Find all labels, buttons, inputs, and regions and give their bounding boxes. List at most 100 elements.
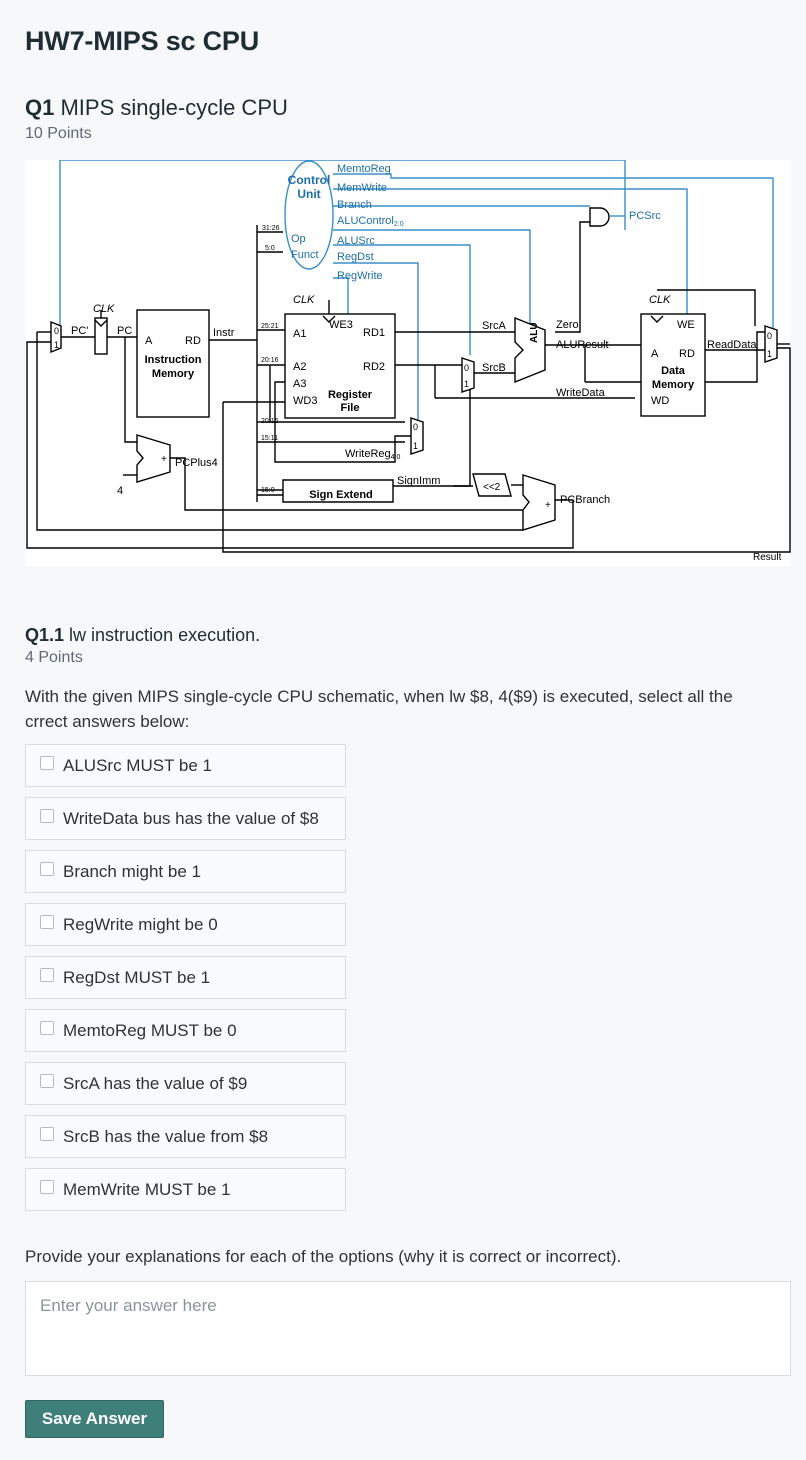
writereg-label: WriteReg4:0 xyxy=(345,448,400,461)
zero-label: Zero xyxy=(556,319,579,331)
mips-schematic-diagram: Control Unit Op Funct MemtoReg MemWrite … xyxy=(25,160,791,566)
dmem-a-label: A xyxy=(651,348,659,360)
option-label: ALUSrc MUST be 1 xyxy=(63,755,212,775)
shift2-label: <<2 xyxy=(483,482,501,493)
pcbranch-adder-plus: + xyxy=(545,500,551,511)
alusrc-label: ALUSrc xyxy=(337,235,375,247)
checkbox-icon[interactable] xyxy=(40,967,54,982)
explanation-prompt: Provide your explanations for each of th… xyxy=(25,1247,622,1266)
result-mux-1: 1 xyxy=(767,349,772,359)
readdata-label: ReadData xyxy=(707,339,757,351)
question-title: Q1 MIPS single-cycle CPU xyxy=(25,95,288,121)
answer-textarea[interactable] xyxy=(25,1281,791,1376)
dmem-rd-label: RD xyxy=(679,348,695,360)
srcb-label: SrcB xyxy=(482,362,506,374)
subquestion-points: 4 Points xyxy=(25,649,83,666)
regwrite-label: RegWrite xyxy=(337,270,383,282)
option-srcb[interactable]: SrcB has the value from $8 xyxy=(25,1115,346,1158)
subquestion-prompt: With the given MIPS single-cycle CPU sch… xyxy=(25,687,733,731)
pc-prime-label: PC' xyxy=(71,325,88,337)
pcsrc-label: PCSrc xyxy=(629,210,661,222)
sign-extend-label: Sign Extend xyxy=(309,489,373,501)
option-regdst[interactable]: RegDst MUST be 1 xyxy=(25,956,346,999)
pcplus4-adder-plus: + xyxy=(161,454,167,465)
op-label: Op xyxy=(291,233,306,245)
option-label: Branch might be 1 xyxy=(63,861,201,881)
option-label: RegWrite might be 0 xyxy=(63,914,218,934)
we-label: WE xyxy=(677,319,695,331)
option-label: SrcA has the value of $9 xyxy=(63,1073,248,1093)
subquestion-name: lw instruction execution. xyxy=(69,625,261,645)
checkbox-icon[interactable] xyxy=(40,1179,54,1194)
instr-label: Instr xyxy=(213,327,235,339)
a2-label: A2 xyxy=(293,361,306,373)
option-label: MemtoReg MUST be 0 xyxy=(63,1020,237,1040)
checkbox-icon[interactable] xyxy=(40,1073,54,1088)
result-label: Result xyxy=(753,552,782,563)
pcbranch-label: PCBranch xyxy=(560,494,610,506)
writereg-mux-0: 0 xyxy=(413,422,418,432)
option-label: RegDst MUST be 1 xyxy=(63,967,211,987)
option-writedata[interactable]: WriteData bus has the value of $8 xyxy=(25,797,346,840)
save-answer-button[interactable]: Save Answer xyxy=(25,1400,164,1438)
question-name: MIPS single-cycle CPU xyxy=(60,95,288,120)
option-memtoreg[interactable]: MemtoReg MUST be 0 xyxy=(25,1009,346,1052)
question-points: 10 Points xyxy=(25,125,92,142)
checkbox-icon[interactable] xyxy=(40,755,54,770)
funct-label: Funct xyxy=(291,249,319,261)
four-label: 4 xyxy=(117,485,123,497)
regfile-name-2: File xyxy=(341,402,360,414)
subquestion-title: Q1.1 lw instruction execution. xyxy=(25,625,260,646)
pc-mux-1: 1 xyxy=(54,340,59,350)
rd1-label: RD1 xyxy=(363,327,385,339)
subquestion-number: Q1.1 xyxy=(25,625,65,645)
writedata-label: WriteData xyxy=(556,387,606,399)
we3-label: WE3 xyxy=(329,319,353,331)
pcplus4-label: PCPlus4 xyxy=(175,457,218,469)
control-unit-label-2: Unit xyxy=(297,187,320,201)
page-title: HW7-MIPS sc CPU xyxy=(25,26,260,56)
checkbox-icon[interactable] xyxy=(40,861,54,876)
a1-label: A1 xyxy=(293,328,306,340)
result-mux-0: 0 xyxy=(767,331,772,341)
srca-label: SrcA xyxy=(482,320,507,332)
bits-15-0: 15:0 xyxy=(261,487,275,494)
question-number: Q1 xyxy=(25,95,55,120)
option-srca[interactable]: SrcA has the value of $9 xyxy=(25,1062,346,1105)
regdst-label: RegDst xyxy=(337,251,374,263)
srcb-mux-0: 0 xyxy=(464,363,469,373)
option-memwrite[interactable]: MemWrite MUST be 1 xyxy=(25,1168,346,1211)
dmem-name: Data xyxy=(661,365,686,377)
alucontrol-label: ALUControl2:0 xyxy=(337,215,404,228)
checkbox-icon[interactable] xyxy=(40,1020,54,1035)
imem-a-label: A xyxy=(145,335,153,347)
bits-15-11: 15:11 xyxy=(261,435,278,442)
dmem-wd-label: WD xyxy=(651,395,669,407)
memwrite-label: MemWrite xyxy=(337,182,387,194)
clk-label-pc: CLK xyxy=(93,303,115,315)
pc-label: PC xyxy=(117,325,132,337)
rd2-label: RD2 xyxy=(363,361,385,373)
bits-20-16: 20:16 xyxy=(261,357,279,364)
writereg-mux-1: 1 xyxy=(413,441,418,451)
checkbox-icon[interactable] xyxy=(40,1126,54,1141)
checkbox-icon[interactable] xyxy=(40,914,54,929)
option-alusrc[interactable]: ALUSrc MUST be 1 xyxy=(25,744,346,787)
clk-label-datamem: CLK xyxy=(649,294,671,306)
option-label: MemWrite MUST be 1 xyxy=(63,1179,231,1199)
imem-name: Instruction xyxy=(145,354,202,366)
memtoreg-label: MemtoReg xyxy=(337,163,391,175)
checkbox-icon[interactable] xyxy=(40,808,54,823)
wd3-label: WD3 xyxy=(293,395,317,407)
alu-label: ALU xyxy=(529,322,540,343)
option-label: WriteData bus has the value of $8 xyxy=(63,808,319,828)
imem-rd-label: RD xyxy=(185,335,201,347)
regfile-name: Register xyxy=(328,389,373,401)
pc-mux-0: 0 xyxy=(54,326,59,336)
clk-label-regfile: CLK xyxy=(293,294,315,306)
option-regwrite[interactable]: RegWrite might be 0 xyxy=(25,903,346,946)
aluresult-label: ALUResult xyxy=(556,339,609,351)
option-branch[interactable]: Branch might be 1 xyxy=(25,850,346,893)
bits-20-16b: 20:16 xyxy=(261,418,279,425)
signimm-label: SignImm xyxy=(397,475,440,487)
